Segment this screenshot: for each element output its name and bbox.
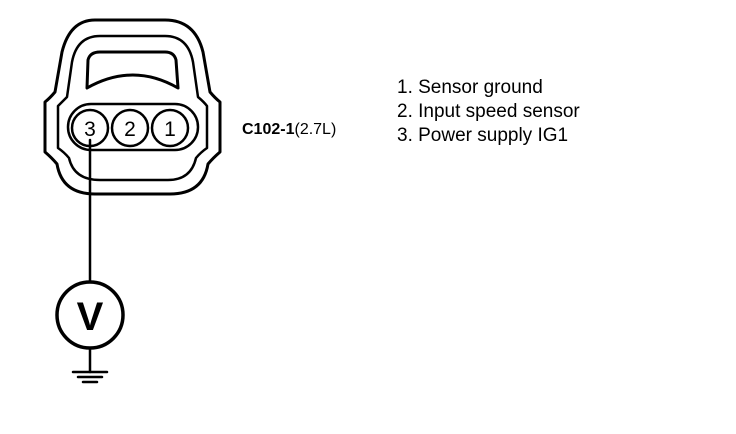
legend-item-3: 3. Power supply IG1 [397,125,569,146]
pin-cell-2 [110,108,150,148]
connector-label: C102-1(2.7L) [242,121,336,138]
pin-number-2: 2 [124,118,136,141]
pin-number-1: 1 [164,118,176,141]
connector-housing-inner [56,34,209,182]
voltmeter-letter: V [77,295,104,339]
connector-housing-outer [43,18,222,196]
pin-legend: 1. Sensor ground 2. Input speed sensor 3… [397,76,580,148]
connector-variant: (2.7L) [294,121,336,138]
legend-item-1: 1. Sensor ground [397,77,543,98]
connector-id: C102-1 [242,121,295,138]
legend-item-2: 2. Input speed sensor [397,101,580,122]
ground-icon [71,370,109,384]
pin-cavity [66,102,200,152]
connector-latch [85,50,180,90]
pin-number-3: 3 [84,118,96,141]
pin-cell-1 [150,108,190,148]
